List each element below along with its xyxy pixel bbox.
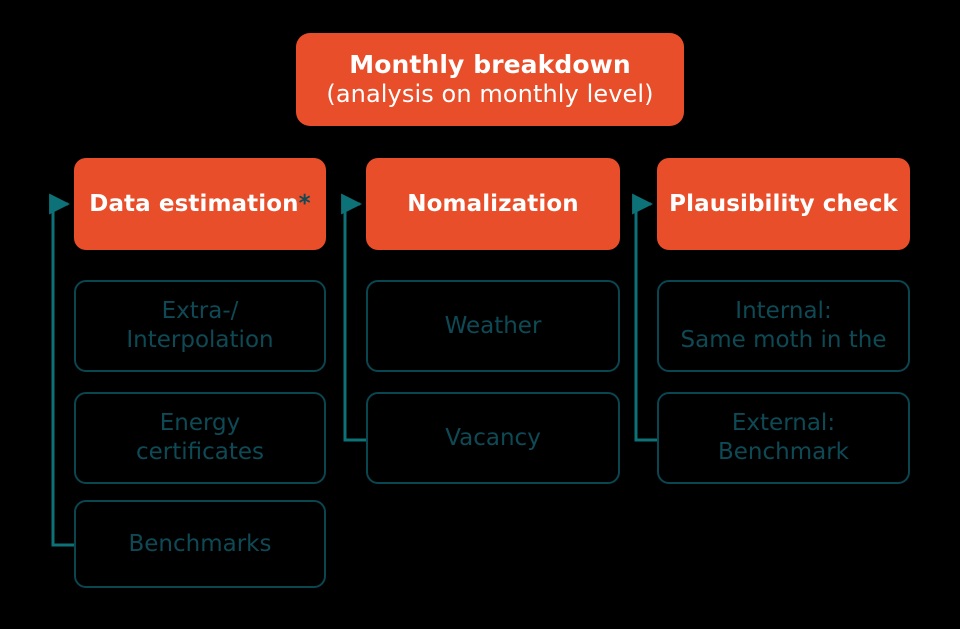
node-label: Benchmarks: [129, 530, 272, 559]
column-header-nomalization[interactable]: Nomalization: [366, 158, 620, 250]
required-asterisk-icon: *: [298, 191, 311, 217]
node-label-line: Same moth in the: [680, 327, 887, 353]
node-label: Extra-/ Interpolation: [126, 297, 273, 355]
node-label: Internal: Same moth in the: [681, 297, 887, 355]
node-energy-certificates[interactable]: Energy certificates: [74, 392, 326, 484]
node-label-line: External:: [731, 410, 836, 437]
column-header-label: Nomalization: [407, 191, 579, 217]
column-header-label: Plausibility check: [669, 191, 898, 217]
node-label-line: Benchmarks: [128, 530, 272, 557]
node-label-line: Extra-/: [161, 298, 239, 325]
node-internal-same-month[interactable]: Internal: Same moth in the: [657, 280, 910, 372]
node-label-line: Weather: [444, 312, 542, 339]
node-label-line: Vacancy: [445, 424, 541, 451]
node-external-benchmark[interactable]: External: Benchmark: [657, 392, 910, 484]
node-label-line: Interpolation: [126, 327, 274, 353]
column-header-label: Data estimation: [89, 191, 299, 217]
page-subtitle: (analysis on monthly level): [326, 80, 654, 109]
diagram-title-box: Monthly breakdown (analysis on monthly l…: [296, 33, 684, 126]
node-vacancy[interactable]: Vacancy: [366, 392, 620, 484]
node-label: External: Benchmark: [718, 409, 849, 467]
node-label: Vacancy: [445, 424, 541, 453]
node-extra-interpolation[interactable]: Extra-/ Interpolation: [74, 280, 326, 372]
node-benchmarks[interactable]: Benchmarks: [74, 500, 326, 588]
node-label-line: Benchmark: [717, 439, 849, 465]
node-label: Weather: [445, 312, 542, 341]
node-weather[interactable]: Weather: [366, 280, 620, 372]
connector-nomalization: [341, 193, 366, 442]
page-title: Monthly breakdown: [349, 49, 631, 79]
connector-plausibility-check: [632, 193, 657, 442]
node-label-line: Energy: [159, 410, 241, 437]
node-label-line: Internal:: [735, 298, 832, 325]
node-label-line: certificates: [135, 439, 265, 465]
column-header-plausibility-check[interactable]: Plausibility check: [657, 158, 910, 250]
column-header-data-estimation[interactable]: Data estimation*: [74, 158, 326, 250]
node-label: Energy certificates: [136, 409, 264, 467]
connector-data-estimation: [49, 193, 74, 547]
